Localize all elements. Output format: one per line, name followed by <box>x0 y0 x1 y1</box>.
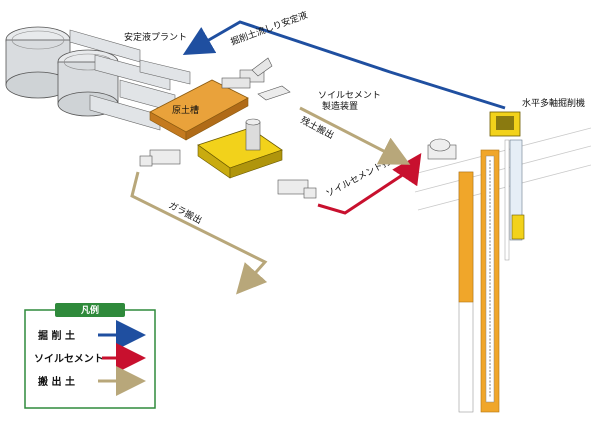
horizontal-excavator <box>489 111 525 241</box>
label-soil-tank: 原土槽 <box>172 104 199 116</box>
trucks <box>139 85 317 199</box>
legend-title: 凡例 <box>80 304 99 316</box>
legend-item-soilcement-label: ソイルセメント <box>34 353 104 365</box>
legend-title-badge <box>55 303 125 317</box>
excavator <box>221 57 273 89</box>
ground-lines <box>409 127 591 211</box>
legend-item-excavation-label: 掘 削 土 <box>38 329 75 342</box>
mixer-truck <box>427 138 457 160</box>
soilcement-device <box>197 118 283 179</box>
flow-soilcement-label: ソイルセメント打設 <box>324 151 401 200</box>
plant-buildings <box>69 29 191 131</box>
underground-columns <box>458 139 510 413</box>
label-soilcement-device-2: 製造装置 <box>322 100 358 112</box>
legend-item-spoil-label: 搬 出 土 <box>38 375 75 388</box>
label-horizontal-machine: 水平多軸掘削機 <box>522 97 585 109</box>
legend: 凡例 掘 削 土 ソイルセメント 搬 出 土 <box>24 303 156 409</box>
tank-cluster <box>5 26 191 131</box>
label-soilcement-device-1: ソイルセメント <box>318 90 381 101</box>
label-plant: 安定液プラント <box>124 31 187 43</box>
soil-tank <box>149 79 249 141</box>
